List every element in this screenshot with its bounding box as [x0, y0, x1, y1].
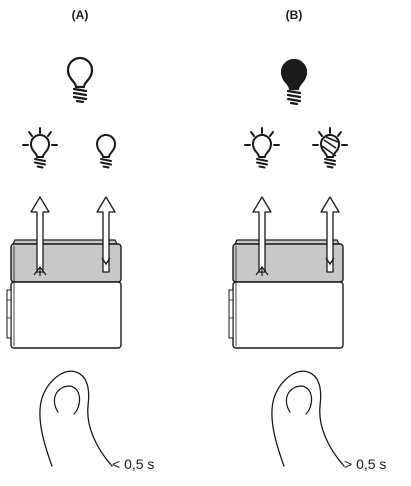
press-mark-icon: [33, 266, 47, 276]
press-mark-icon: [255, 266, 269, 276]
press-mark-icon: [101, 257, 111, 266]
bulb-on-icon: [22, 127, 58, 169]
finger-press-icon: [271, 370, 345, 467]
panel-label: (B): [285, 8, 303, 22]
press-duration-text: > 0,5 s: [344, 456, 387, 472]
switch-device-icon: [228, 239, 344, 349]
panel-a: (A) < 0,5 s: [0, 0, 205, 486]
panel-label: (A): [71, 8, 89, 22]
press-duration-text: < 0,5 s: [112, 456, 155, 472]
bulb-dimming-icon: [312, 127, 348, 169]
bulb-on-icon: [244, 127, 280, 169]
panel-b: (B) > 0,5 s: [206, 0, 411, 486]
bulb-outline-icon: [66, 56, 94, 104]
panel-a-illustration: [6, 56, 122, 467]
finger-press-icon: [39, 370, 113, 467]
bulb-off-icon: [96, 134, 116, 169]
bulb-filled-icon: [280, 58, 308, 106]
panel-b-illustration: [228, 58, 348, 467]
press-mark-icon: [325, 257, 335, 266]
